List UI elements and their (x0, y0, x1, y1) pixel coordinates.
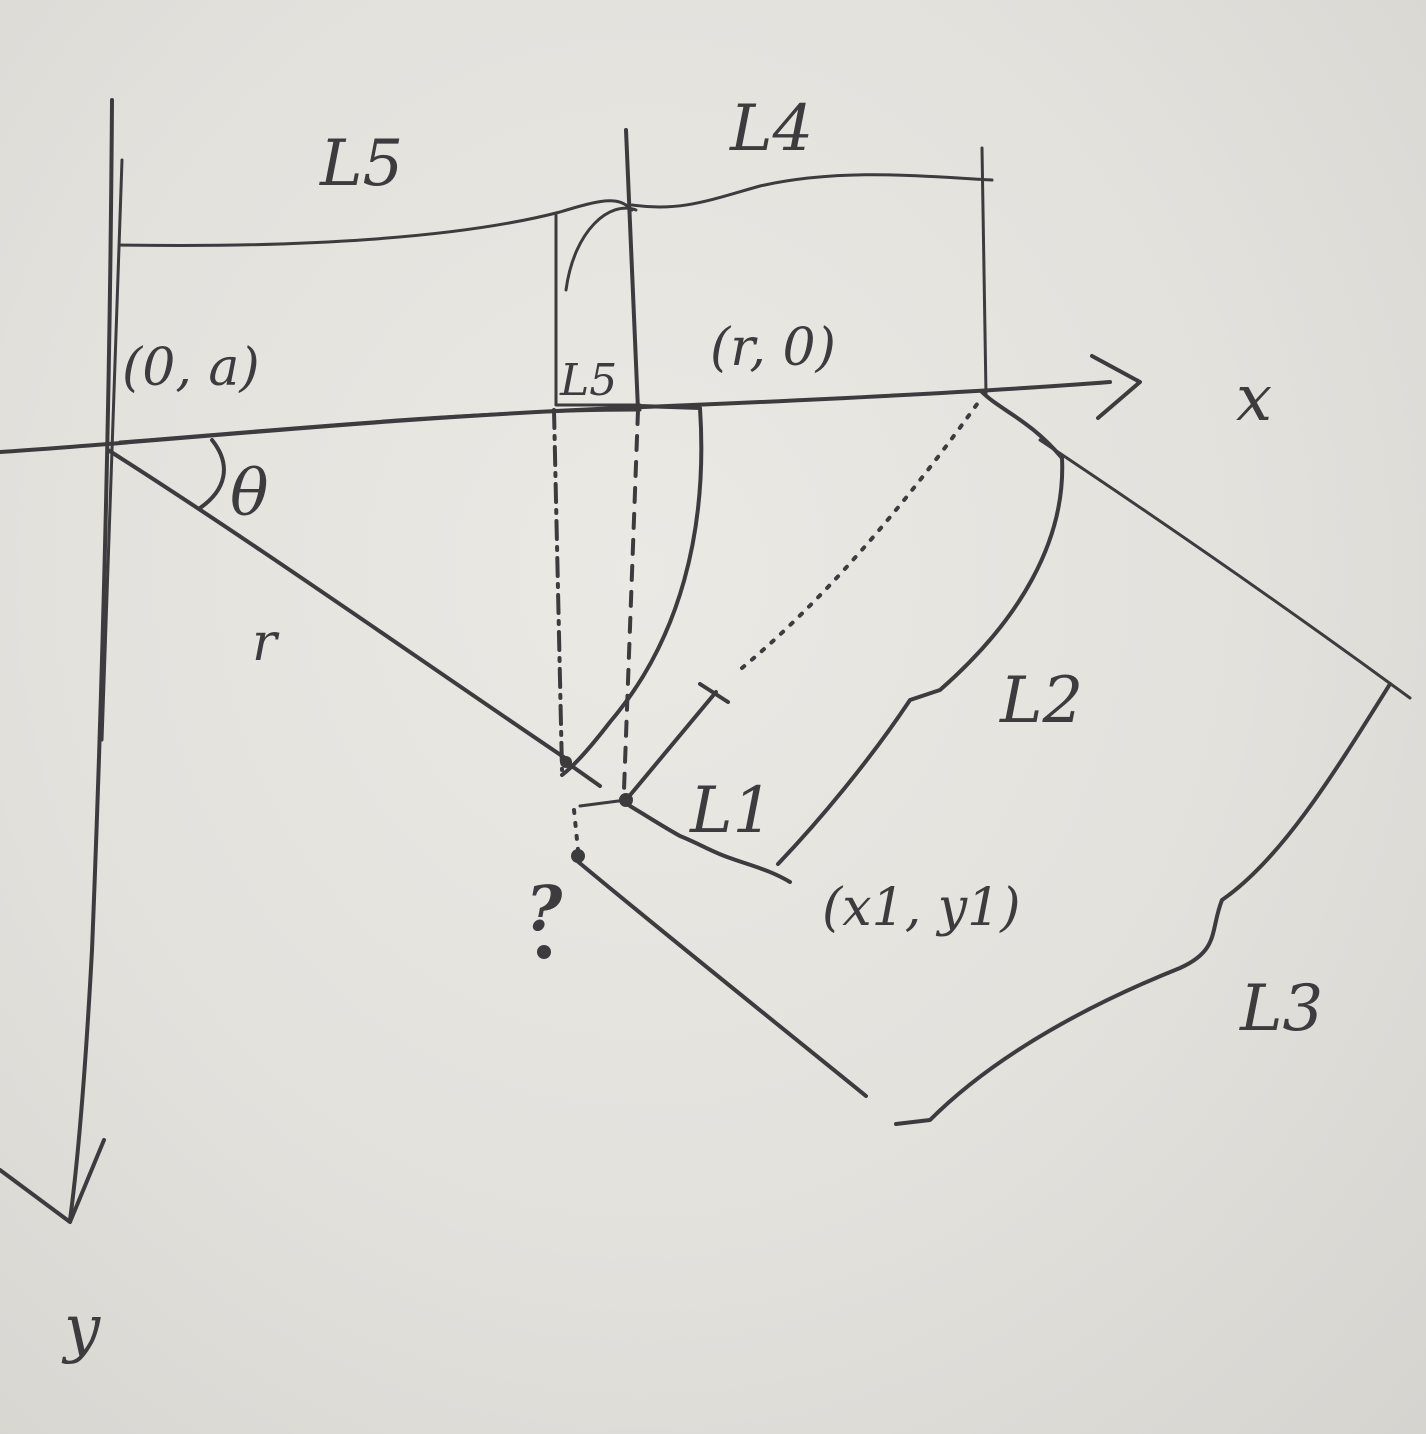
dim-line-l4 (630, 173, 994, 209)
l2-link (776, 390, 1065, 866)
l5-dashdot-vertical (552, 408, 564, 772)
unknown-dotted-trail (572, 808, 580, 852)
small-connector (564, 760, 602, 788)
unknown-dot (537, 945, 551, 959)
label-l1: L1 (689, 774, 773, 848)
l1-small-bracket (578, 798, 628, 808)
joint-point-pivot (619, 793, 633, 807)
l1-wavy-link (628, 804, 792, 884)
l4-right-extension (980, 146, 988, 396)
l3-bracket (894, 682, 1392, 1126)
chord-line (118, 408, 642, 444)
label-origin: (0, a) (122, 338, 260, 398)
small-arc (564, 206, 638, 292)
dim-line-l5 (118, 199, 634, 247)
circle-arc (560, 404, 704, 777)
y-axis-arrowhead (0, 1138, 106, 1224)
unknown-point (571, 849, 585, 863)
label-theta: θ (230, 457, 269, 531)
angle-arc (198, 438, 226, 510)
label-l2: L2 (999, 664, 1083, 738)
pivot-vertical-line (624, 128, 640, 412)
x-axis-arrowhead (1090, 354, 1142, 420)
joint-point-upper (560, 756, 572, 768)
label-l4: L4 (729, 92, 813, 166)
l5-small-box (554, 213, 642, 407)
radius-link (106, 448, 570, 762)
label-l5: L5 (319, 127, 403, 201)
l1-arrow-link (624, 690, 718, 802)
label-pivot: (r, 0) (710, 318, 836, 378)
label-end-point: (x1, y1) (822, 878, 1021, 938)
l3-upper-line (1038, 438, 1412, 700)
label-unknown: ? (526, 872, 563, 945)
label-x-axis: x (1236, 362, 1272, 436)
label-y-axis: y (61, 1292, 101, 1366)
l3-lower-line (574, 858, 868, 1098)
y-axis-line (68, 98, 114, 1222)
label-l3: L3 (1239, 972, 1323, 1046)
label-l5-small: L5 (559, 355, 617, 406)
l1-dotted-extension (740, 398, 982, 670)
left-reference-line (100, 158, 124, 742)
l1-arrow-tip (698, 682, 730, 704)
label-radius: r (252, 613, 280, 673)
pivot-vertical-dashed (622, 408, 640, 792)
